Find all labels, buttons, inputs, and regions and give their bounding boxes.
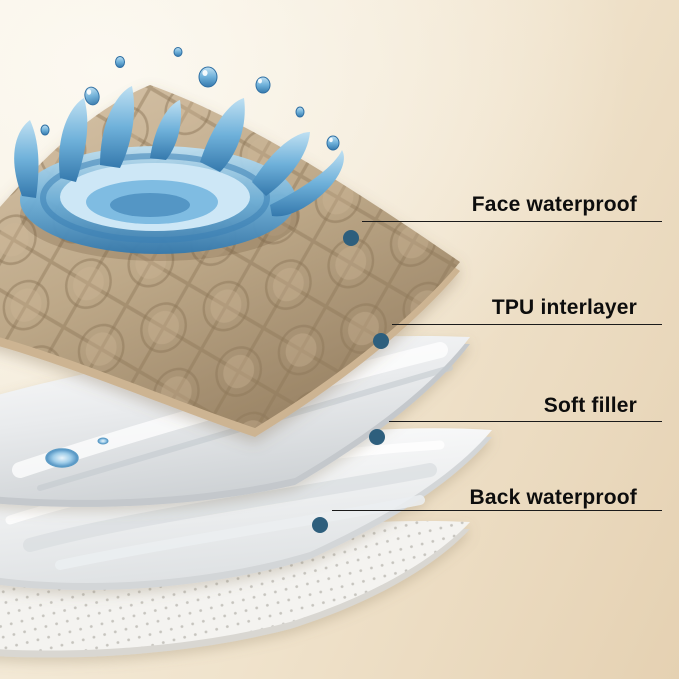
back-waterproof-line: [332, 510, 662, 511]
soft-filler-line: [389, 421, 662, 422]
face-waterproof-line: [362, 221, 662, 222]
back-waterproof-dot: [312, 517, 328, 533]
back-waterproof-layer: [0, 520, 470, 658]
back-waterproof-label: Back waterproof: [469, 486, 637, 509]
tpu-interlayer-label: TPU interlayer: [491, 296, 637, 319]
soft-filler-label: Soft filler: [543, 394, 637, 417]
water-droplets: [40, 47, 340, 151]
face-waterproof-dot: [343, 230, 359, 246]
soft-filler-dot: [369, 429, 385, 445]
tpu-interlayer-line: [392, 324, 662, 325]
water-splash: [14, 47, 344, 261]
tpu-interlayer-dot: [373, 333, 389, 349]
face-waterproof-label: Face waterproof: [471, 193, 637, 216]
